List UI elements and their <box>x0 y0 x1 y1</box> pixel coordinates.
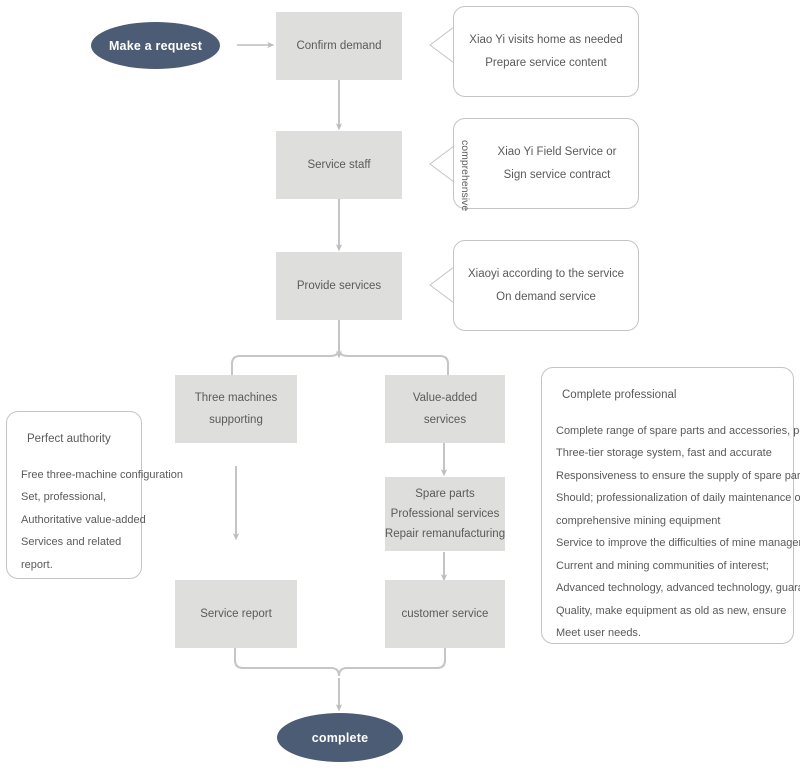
note-right-line-7: Current and mining communities of intere… <box>556 559 769 572</box>
process-customer-service-label: customer service <box>401 607 489 620</box>
note-right-line-6: Service to improve the difficulties of m… <box>556 537 800 550</box>
end-label: complete <box>311 730 369 745</box>
note-right-line-9: Quality, make equipment as old as new, e… <box>556 604 787 617</box>
callout-staff-line2: Sign service contract <box>503 168 611 181</box>
callout-confirm-demand[interactable]: Xiao Yi visits home as needed Prepare se… <box>453 6 639 97</box>
process-value-added[interactable]: Value-added services <box>385 375 505 443</box>
process-three-machines-line1: Three machines <box>194 391 278 404</box>
process-spare-parts-line1: Spare parts <box>415 487 475 500</box>
callout-staff-line1: Xiao Yi Field Service or <box>497 145 617 158</box>
callout-provide-line1: Xiaoyi according to the service <box>468 267 624 280</box>
note-left-line-3: Authoritative value-added <box>21 513 146 526</box>
note-left-line-1: Free three-machine configuration <box>21 468 184 481</box>
note-left-line-4: Services and related <box>21 536 122 549</box>
note-perfect-authority[interactable]: Perfect authority Free three-machine con… <box>6 411 184 579</box>
process-service-report-label: Service report <box>200 607 272 620</box>
process-customer-service[interactable]: customer service <box>385 580 505 648</box>
callout-tail-confirm <box>429 26 455 64</box>
process-service-staff-label: Service staff <box>307 158 371 171</box>
note-complete-professional[interactable]: Complete professional Complete range of … <box>541 367 800 644</box>
note-right-line-2: Three-tier storage system, fast and accu… <box>556 447 772 460</box>
process-service-staff[interactable]: Service staff <box>276 131 402 199</box>
note-right-line-10: Meet user needs. <box>556 627 641 640</box>
split-brace <box>230 348 450 380</box>
note-left-title: Perfect authority <box>27 433 111 445</box>
process-value-added-line2: services <box>423 414 467 426</box>
note-right-line-3: Responsiveness to ensure the supply of s… <box>556 469 800 482</box>
note-right-title: Complete professional <box>562 389 677 401</box>
callout-confirm-line1: Xiao Yi visits home as needed <box>469 33 623 46</box>
callout-tail-staff <box>429 145 455 183</box>
process-confirm-demand-label: Confirm demand <box>296 39 382 52</box>
join-brace <box>233 646 447 677</box>
note-right-line-4: Should; professionalization of daily mai… <box>556 492 800 505</box>
process-value-added-line1: Value-added <box>412 391 478 404</box>
note-right-line-5: comprehensive mining equipment <box>556 514 721 527</box>
process-spare-parts[interactable]: Spare parts Professional services Repair… <box>385 477 505 551</box>
end-terminator[interactable]: complete <box>277 713 403 762</box>
process-three-machines[interactable]: Three machines supporting <box>175 375 297 443</box>
process-spare-parts-line2: Professional services <box>390 507 500 520</box>
process-three-machines-line2: supporting <box>209 414 263 426</box>
process-confirm-demand[interactable]: Confirm demand <box>276 12 402 80</box>
callout-tail-provide <box>429 266 455 304</box>
start-label: Make a request <box>108 38 203 53</box>
process-provide-services[interactable]: Provide services <box>276 252 402 320</box>
callout-provide-services[interactable]: Xiaoyi according to the service On deman… <box>453 240 639 331</box>
process-service-report[interactable]: Service report <box>175 580 297 648</box>
process-provide-services-label: Provide services <box>296 279 382 292</box>
note-right-line-1: Complete range of spare parts and access… <box>556 424 800 437</box>
callout-service-staff[interactable]: comprehensive Xiao Yi Field Service or S… <box>453 118 639 212</box>
start-terminator[interactable]: Make a request <box>91 22 220 69</box>
note-left-line-5: report. <box>21 558 53 571</box>
callout-staff-side-label: comprehensive <box>459 140 471 212</box>
process-spare-parts-line3: Repair remanufacturing <box>384 528 506 541</box>
note-right-line-8: Advanced technology, advanced technology… <box>556 582 800 595</box>
callout-provide-line2: On demand service <box>496 290 596 303</box>
note-left-line-2: Set, professional, <box>21 491 106 504</box>
callout-confirm-line2: Prepare service content <box>485 56 607 69</box>
